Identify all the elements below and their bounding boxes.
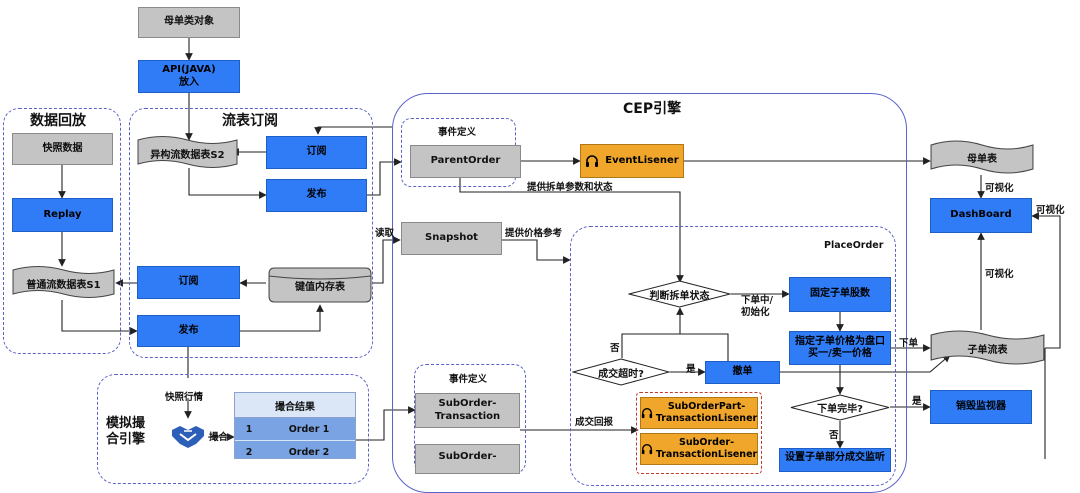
headphones-icon (585, 154, 599, 168)
provide-split-label: 提供拆单参数和状态 (527, 182, 613, 193)
stream-subscribe-group (129, 108, 373, 358)
fill-report-label: 成交回报 (575, 417, 614, 428)
event-listener-label: EventLisener (605, 154, 679, 166)
kv-table-node: 键值内存表 (268, 266, 372, 304)
dashboard-node: DashBoard (930, 198, 1032, 233)
yes-label-2: 是 (912, 396, 922, 407)
destroy-monitor-node: 销毁监视器 (930, 390, 1032, 424)
data-replay-group (3, 108, 121, 354)
match-engine-title: 模拟撮 合引擎 (106, 416, 146, 448)
replay-node: Replay (12, 198, 113, 232)
match-result-table: 撮合结果 1 Order 1 2 Order 2 (234, 392, 356, 459)
order-done-label: 下单完毕? (817, 404, 863, 415)
suborder-2-node: SubOrder- (415, 444, 520, 474)
data-replay-title: 数据回放 (30, 113, 86, 129)
row-number: 1 (245, 423, 253, 435)
visual-label-2: 可视化 (1036, 205, 1065, 216)
normal-stream-s1-label: 普通流数据表S1 (26, 279, 101, 291)
match-label: 撮合 (209, 432, 229, 443)
judge-split-label: 判断拆单状态 (649, 290, 710, 302)
snapshot-quote-label: 快照行情 (165, 392, 204, 403)
place-order-title: PlaceOrder (824, 240, 884, 251)
set-price-node: 指定子单价格为盘口 买一/卖一价格 (789, 331, 891, 365)
publish-mid-node: 发布 (137, 315, 240, 347)
event-def-top-title: 事件定义 (438, 127, 477, 138)
diagram-canvas: 数据回放 流表订阅 CEP引擎 事件定义 PlaceOrder 事件定义 模拟撮… (3, 7, 1065, 493)
normal-stream-s1-node: 普通流数据表S1 (12, 266, 115, 300)
child-stream-label: 子单流表 (967, 344, 1008, 356)
event-def-bottom-title: 事件定义 (449, 374, 488, 385)
table-row: 1 Order 1 (235, 418, 355, 441)
parent-table-node: 母单表 (930, 140, 1034, 175)
placing-label: 下单中/ 初始化 (741, 295, 773, 319)
hetero-stream-s2-node: 异构流数据表S2 (137, 136, 238, 170)
row-order: Order 1 (288, 423, 330, 435)
stream-subscribe-title: 流表订阅 (222, 113, 278, 129)
hetero-stream-s2-label: 异构流数据表S2 (150, 149, 225, 161)
handshake-icon (170, 422, 206, 450)
publish-top-node: 发布 (266, 179, 367, 212)
no-label-1: 否 (610, 343, 620, 354)
snapshot-data-node: 快照数据 (12, 133, 113, 165)
timeout-check-node: 成交超时? (572, 358, 670, 386)
partial-fill-node: 设置子单部分成交监听 (779, 448, 891, 472)
yes-label-1: 是 (686, 364, 696, 375)
order-done-node: 下单完毕? (790, 394, 890, 421)
place-label: 下单 (899, 338, 919, 349)
no-label-2: 否 (829, 430, 839, 441)
suborder-tx-node: SubOrder- Transaction (415, 393, 520, 428)
subscribe-top-node: 订阅 (266, 136, 367, 169)
suborder-part-listener-label: SubOrderPart- TransactionLisener (655, 401, 758, 424)
kv-table-label: 键值内存表 (295, 281, 345, 293)
row-number: 2 (245, 446, 253, 458)
judge-split-node: 判断拆单状态 (628, 280, 731, 308)
provide-price-label: 提供价格参考 (505, 228, 563, 239)
parent-table-label: 母单表 (967, 154, 997, 165)
api-java-node: API(JAVA) 放入 (138, 60, 240, 93)
read-label: 读取 (375, 228, 395, 239)
subscribe-mid-node: 订阅 (137, 266, 240, 299)
parent-order-node: ParentOrder (410, 145, 521, 178)
cep-engine-title: CEP引擎 (623, 101, 682, 117)
parent-object-node: 母单类对象 (138, 7, 240, 38)
suborder-tx-listener-node: SubOrder- TransactionLisener (640, 433, 758, 465)
headphones-icon (641, 443, 653, 455)
snapshot-node: Snapshot (401, 222, 502, 255)
fix-shares-node: 固定子单股数 (789, 277, 891, 312)
visual-label-3: 可视化 (985, 269, 1014, 280)
child-stream-node: 子单流表 (930, 330, 1045, 366)
visual-label-1: 可视化 (985, 183, 1014, 194)
cancel-node: 撤单 (705, 361, 780, 384)
table-row: 2 Order 2 (235, 441, 355, 458)
suborder-tx-listener-label: SubOrder- TransactionLisener (655, 437, 758, 460)
timeout-check-label: 成交超时? (598, 368, 644, 380)
match-table-header: 撮合结果 (235, 393, 355, 418)
event-listener-node: EventLisener (580, 144, 684, 178)
row-order: Order 2 (288, 446, 330, 458)
headphones-icon (641, 407, 653, 419)
connectors (58, 38, 1061, 459)
suborder-part-listener-node: SubOrderPart- TransactionLisener (640, 397, 758, 429)
